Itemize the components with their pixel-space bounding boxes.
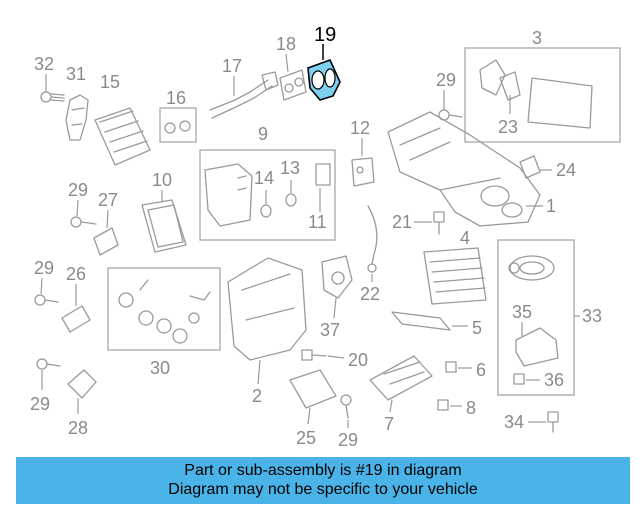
- part-18-gasket: [279, 69, 307, 101]
- part-29-screw-bottom-center: [340, 394, 352, 419]
- part-33-box: [497, 239, 575, 396]
- label-26: 26: [66, 264, 86, 284]
- label-24: 24: [556, 160, 576, 180]
- part-26-bracket: [61, 305, 91, 333]
- part-36-screw: [513, 373, 525, 385]
- part-29-screw-bottom-left: [36, 358, 61, 370]
- label-27: 27: [98, 190, 118, 210]
- part-35-motor-unit: [515, 327, 559, 367]
- label-7: 7: [384, 414, 394, 434]
- part-16-clips: [164, 120, 191, 134]
- part-24-clip: [519, 155, 541, 179]
- label-18: 18: [276, 34, 296, 54]
- label-17: 17: [222, 56, 242, 76]
- label-6: 6: [476, 360, 486, 380]
- part-7-duct: [369, 355, 433, 401]
- label-33: 33: [582, 306, 602, 326]
- part-22-hose: [367, 205, 378, 273]
- part-11-sensor: [315, 163, 331, 186]
- label-30: 30: [150, 358, 170, 378]
- label-10: 10: [152, 170, 172, 190]
- label-29-top: 29: [436, 70, 456, 90]
- part-27-bracket: [93, 227, 119, 256]
- label-29-left-a: 29: [68, 180, 88, 200]
- label-2: 2: [252, 386, 262, 406]
- part-37-actuator: [321, 255, 353, 299]
- label-14: 14: [254, 168, 274, 188]
- part-21-screw: [433, 211, 445, 235]
- label-28: 28: [68, 418, 88, 438]
- label-4: 4: [460, 228, 470, 248]
- part-19-gasket-highlighted: [307, 58, 341, 101]
- label-11: 11: [308, 212, 327, 232]
- part-30-linkage-parts: [118, 279, 211, 344]
- label-36: 36: [544, 370, 564, 390]
- part-8-screw: [437, 399, 449, 411]
- part-30-box: [107, 267, 221, 351]
- part-9-actuator: [204, 163, 253, 227]
- label-31: 31: [66, 64, 86, 84]
- part-34-screw: [547, 411, 559, 433]
- part-10-filter: [141, 199, 187, 253]
- part-9-box: [199, 149, 336, 241]
- part-15-heater-core: [94, 107, 151, 166]
- label-29-bottom-left: 29: [30, 394, 50, 414]
- parts-diagram: 32 31 15 16 17 18 19 3: [30, 24, 621, 450]
- banner-line-1: Part or sub-assembly is #19 in diagram: [184, 462, 462, 479]
- label-34: 34: [504, 412, 524, 432]
- label-8: 8: [466, 398, 476, 418]
- part-25-module: [289, 369, 337, 409]
- part-17-pipe: [209, 71, 279, 119]
- label-13: 13: [280, 158, 300, 178]
- part-28-bracket: [67, 369, 97, 399]
- label-29-bottom-center: 29: [338, 430, 358, 450]
- part-29-screw-mid: [34, 294, 59, 306]
- label-22: 22: [360, 284, 380, 304]
- label-25: 25: [296, 428, 316, 448]
- label-5: 5: [472, 318, 482, 338]
- part-31-bracket: [65, 94, 89, 141]
- label-29-mid: 29: [34, 258, 54, 278]
- label-35: 35: [512, 302, 532, 322]
- label-9: 9: [258, 124, 268, 144]
- banner-line-2: Diagram may not be specific to your vehi…: [168, 481, 478, 498]
- label-37: 37: [320, 320, 340, 340]
- label-15: 15: [100, 72, 120, 92]
- info-banner: Part or sub-assembly is #19 in diagram D…: [16, 457, 630, 504]
- label-20: 20: [348, 350, 368, 370]
- label-19: 19: [314, 24, 336, 46]
- part-32-screw: [40, 91, 65, 103]
- part-3-cover: [479, 59, 593, 129]
- part-16-box: [159, 107, 197, 143]
- part-1-housing: [387, 111, 541, 227]
- label-12: 12: [350, 118, 370, 138]
- label-23: 23: [498, 117, 518, 137]
- label-3: 3: [532, 28, 542, 48]
- label-16: 16: [166, 88, 186, 108]
- label-21: 21: [392, 212, 412, 232]
- label-1: 1: [546, 196, 556, 216]
- label-32: 32: [34, 54, 54, 74]
- part-5-strip: [391, 311, 451, 331]
- part-20-screw: [301, 349, 327, 361]
- part-12-resistor: [351, 157, 375, 187]
- part-4-filter: [423, 247, 487, 305]
- part-33-blower-motor: [508, 255, 555, 281]
- part-6-screw: [445, 361, 457, 373]
- part-29-screw-left: [70, 216, 97, 228]
- part-2-lower-housing: [227, 257, 307, 361]
